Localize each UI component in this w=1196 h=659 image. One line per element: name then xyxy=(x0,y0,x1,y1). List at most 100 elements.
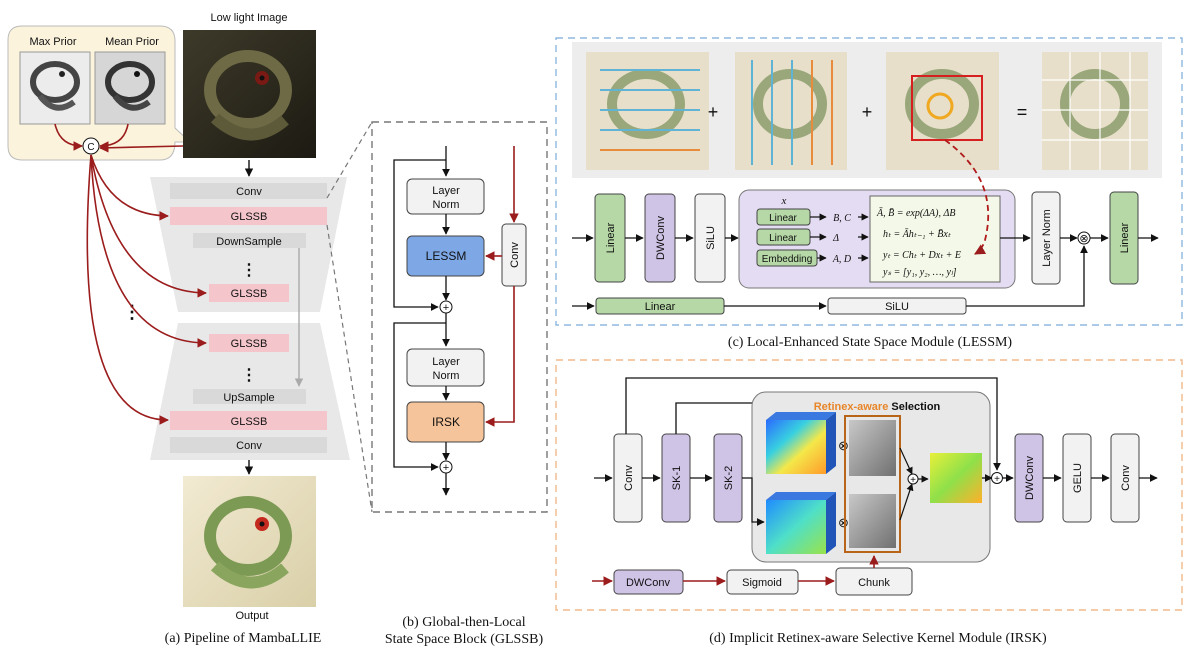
enc-glssb-1-block[interactable] xyxy=(170,207,327,225)
ssm-linear-bc-label: Linear xyxy=(769,213,797,224)
enc-conv-label: Conv xyxy=(236,186,262,198)
irsk-panel: Conv SK-1 SK-2 Retinex-aware Selection ⊗ xyxy=(555,359,1183,646)
gray-illum-lower xyxy=(849,494,896,548)
dec-vdots: ⋮ xyxy=(241,367,257,384)
svg-text:+: + xyxy=(910,475,916,486)
sk2-label: SK-2 xyxy=(723,466,735,490)
pipeline-panel: Max Prior Mean Prior Low light Image C xyxy=(7,12,373,646)
pipeline-caption: (a) Pipeline of MambaLLIE xyxy=(165,631,322,646)
ssm-eq-3: yₜ = Chₜ + Dxₜ + E xyxy=(882,250,961,261)
svg-text:+: + xyxy=(994,474,1000,485)
ssm-eq-1: Ā, B̄ = exp(ΔA), ΔB xyxy=(876,207,955,219)
irsk-dwconv-bottom-block[interactable] xyxy=(613,569,684,595)
ssm-linear-delta-label: Linear xyxy=(769,233,797,244)
lessm-mult-symbol: ⊗ xyxy=(1079,233,1088,245)
output-label: Output xyxy=(235,610,268,622)
ssm-bc-label: B, C xyxy=(833,213,851,224)
irsk-dwconv-label: DWConv xyxy=(1024,456,1036,501)
irsk-label: IRSK xyxy=(432,415,460,429)
lessm-linear-1-label: Linear xyxy=(605,222,617,253)
dec-glssb-1-block[interactable] xyxy=(209,334,289,352)
scan-image-3 xyxy=(886,52,999,170)
dec-glssb-2-label: GLSSB xyxy=(231,416,268,428)
scan-image-2 xyxy=(735,52,847,170)
mult-upper: ⊗ xyxy=(838,438,849,453)
sk1-label: SK-1 xyxy=(671,466,683,490)
lessm-caption: (c) Local-Enhanced State Space Module (L… xyxy=(728,335,1013,350)
lessm-dashed-frame xyxy=(555,37,1183,326)
ssm-equation-box xyxy=(869,195,1001,283)
ssm-x-label: x xyxy=(781,195,787,207)
enc-glssb-1-label: GLSSB xyxy=(231,211,268,223)
upsample-label: UpSample xyxy=(223,392,274,404)
layer-norm-2-label-line2: Norm xyxy=(433,370,460,382)
chunk-label: Chunk xyxy=(858,577,890,589)
ssm-delta-label: Δ xyxy=(832,233,839,244)
irsk-dwconv-bottom-label: DWConv xyxy=(626,577,671,589)
enc-vdots: ⋮ xyxy=(241,262,257,279)
enc-glssb-2-label: GLSSB xyxy=(231,288,268,300)
dec-glssb-1-label: GLSSB xyxy=(231,338,268,350)
scan-result-image xyxy=(1042,52,1148,170)
feature-cube-lower xyxy=(766,492,836,554)
irsk-caption: (d) Implicit Retinex-aware Selective Ker… xyxy=(709,631,1047,646)
mean-prior-image xyxy=(94,51,166,125)
downsample-label: DownSample xyxy=(216,236,281,248)
max-prior-label: Max Prior xyxy=(29,36,76,48)
side-vdots: ⋮ xyxy=(123,302,141,322)
dec-conv-label: Conv xyxy=(236,440,262,452)
layer-norm-1-label-line2: Norm xyxy=(433,199,460,211)
mean-prior-label: Mean Prior xyxy=(105,36,159,48)
add-node-residual xyxy=(991,472,1003,484)
fused-feature-image xyxy=(930,453,982,503)
concat-symbol: C xyxy=(87,142,94,153)
ssm-ad-label: A, D xyxy=(832,254,852,265)
glssb-conv-label: Conv xyxy=(509,242,521,268)
lessm-label: LESSM xyxy=(426,249,467,263)
ssm-eq-4: yₛ = [y₁, y₂, …, yₗ] xyxy=(882,267,957,278)
equals: = xyxy=(1017,102,1028,122)
concat-node xyxy=(82,137,100,155)
glssb-caption-line1: (b) Global-then-Local xyxy=(402,615,525,630)
lessm-silu-bottom-label: SiLU xyxy=(885,301,909,313)
svg-text:+: + xyxy=(443,462,449,474)
svg-text:+: + xyxy=(443,302,449,314)
plus-1: + xyxy=(708,102,719,122)
lessm-linear-bottom-label: Linear xyxy=(645,301,676,313)
lessm-layernorm-label: Layer Norm xyxy=(1041,209,1053,266)
lessm-linear-out-label: Linear xyxy=(1119,222,1131,253)
scan-image-1 xyxy=(586,52,709,170)
ssm-embedding-label: Embedding xyxy=(762,254,813,265)
plus-2: + xyxy=(862,102,873,122)
dec-glssb-2-block[interactable] xyxy=(170,411,327,430)
max-prior-image xyxy=(19,51,91,125)
downsample-block[interactable] xyxy=(193,233,306,248)
low-light-label: Low light Image xyxy=(210,12,287,24)
local-enhance-curve xyxy=(944,139,990,255)
lessm-silu-1-label: SiLU xyxy=(705,226,717,250)
irsk-conv-in-label: Conv xyxy=(623,465,635,491)
irsk-dashed-frame xyxy=(555,359,1183,611)
low-light-image xyxy=(183,30,316,158)
retinex-title: Retinex-aware Selection xyxy=(814,401,941,413)
gray-illum-frame xyxy=(844,415,901,553)
dec-conv-block[interactable] xyxy=(170,437,327,453)
upsample-block[interactable] xyxy=(193,389,306,404)
ssm-eq-2: hₜ = Āhₜ₋₁ + B̄xₜ xyxy=(883,228,952,240)
sigmoid-label: Sigmoid xyxy=(742,577,782,589)
lessm-panel: + + = Linear DWConv SiLU xyxy=(555,37,1183,350)
irsk-conv-out-label: Conv xyxy=(1120,465,1132,491)
glssb-caption-line2: State Space Block (GLSSB) xyxy=(385,632,544,647)
glssb-dashed-frame xyxy=(371,121,548,513)
enc-conv-block[interactable] xyxy=(170,183,327,199)
lessm-dwconv-label: DWConv xyxy=(655,216,667,261)
feature-cube-upper xyxy=(766,412,836,474)
enc-glssb-2-block[interactable] xyxy=(209,284,289,302)
gray-illum-upper xyxy=(849,420,896,476)
output-image xyxy=(183,476,316,607)
sigmoid-block[interactable] xyxy=(726,569,799,595)
mult-lower: ⊗ xyxy=(838,515,849,530)
